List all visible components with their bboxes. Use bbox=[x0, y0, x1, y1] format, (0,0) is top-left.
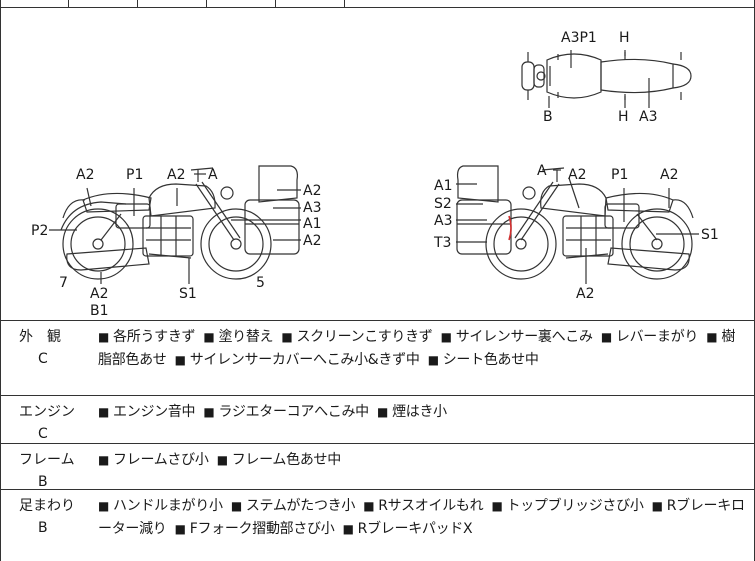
row-exterior-items: ■各所うすきず ■塗り替え ■スクリーンこすりきず ■サイレンサー裏へこみ ■レ… bbox=[98, 326, 746, 372]
label-left-a2-tank: A2 bbox=[167, 167, 185, 183]
finding-item: サイレンサー裏へこみ bbox=[455, 329, 593, 345]
row-engine: エンジン C ■エンジン音中 ■ラジエターコアへこみ中 ■煙はき小 bbox=[0, 396, 755, 444]
bullet-square-icon: ■ bbox=[174, 353, 186, 367]
label-top-h2: H bbox=[618, 109, 629, 125]
bullet-square-icon: ■ bbox=[174, 522, 186, 536]
damage-diagram: A3P1 H B H A3 A2 P1 A2 A A2 A3 A1 A2 P2 … bbox=[0, 8, 755, 321]
bullet-square-icon: ■ bbox=[98, 453, 110, 467]
label-top-a3p1: A3P1 bbox=[561, 30, 597, 46]
table-top-strip bbox=[0, 0, 755, 8]
label-left-a2-seat: A2 bbox=[76, 167, 94, 183]
row-suspension-head: 足まわり B bbox=[1, 490, 87, 539]
finding-item: RブレーキパッドX bbox=[357, 521, 473, 537]
label-left-p1: P1 bbox=[126, 167, 143, 183]
label-right-s2: S2 bbox=[434, 196, 452, 212]
finding-item: Rブレーキローター減り bbox=[98, 498, 745, 537]
bullet-square-icon: ■ bbox=[281, 330, 293, 344]
row-engine-items: ■エンジン音中 ■ラジエターコアへこみ中 ■煙はき小 bbox=[98, 401, 746, 424]
finding-item: 塗り替え bbox=[218, 329, 274, 345]
label-right-a3: A3 bbox=[434, 213, 452, 229]
finding-item: ステムがたつき小 bbox=[245, 498, 356, 514]
row-exterior: 外 観 C ■各所うすきず ■塗り替え ■スクリーンこすりきず ■サイレンサー裏… bbox=[0, 321, 755, 396]
bullet-square-icon: ■ bbox=[651, 499, 663, 513]
row-exterior-head: 外 観 C bbox=[1, 321, 87, 370]
row-engine-grade: C bbox=[38, 426, 48, 442]
bullet-square-icon: ■ bbox=[377, 405, 389, 419]
finding-item: ラジエターコアへこみ中 bbox=[218, 404, 369, 420]
label-left-a: A bbox=[208, 167, 218, 183]
finding-item: ハンドルまがり小 bbox=[113, 498, 223, 514]
finding-item: サイレンサーカバーへこみ小&きず中 bbox=[189, 352, 420, 368]
label-top-h1: H bbox=[619, 30, 630, 46]
finding-item: エンジン音中 bbox=[113, 404, 196, 420]
finding-item: シート色あせ中 bbox=[442, 352, 539, 368]
label-left-5: 5 bbox=[256, 275, 265, 291]
finding-item: Rサスオイルもれ bbox=[378, 498, 484, 514]
bullet-square-icon: ■ bbox=[706, 330, 718, 344]
finding-item: レバーまがり bbox=[615, 329, 699, 345]
label-right-p1: P1 bbox=[611, 167, 628, 183]
bullet-square-icon: ■ bbox=[203, 405, 215, 419]
bullet-square-icon: ■ bbox=[230, 499, 242, 513]
label-left-a3: A3 bbox=[303, 200, 321, 216]
label-left-a2-exhaust: A2 bbox=[90, 286, 108, 302]
label-right-a2-seat: A2 bbox=[660, 167, 678, 183]
row-suspension-items: ■ハンドルまがり小 ■ステムがたつき小 ■Rサスオイルもれ ■トップブリッジさび… bbox=[98, 495, 746, 541]
label-right-s1: S1 bbox=[701, 227, 719, 243]
right-side-motorcycle bbox=[456, 165, 694, 280]
label-left-s1: S1 bbox=[179, 286, 197, 302]
finding-item: Fフォーク摺動部さび小 bbox=[189, 521, 335, 537]
bullet-square-icon: ■ bbox=[600, 330, 612, 344]
row-suspension: 足まわり B ■ハンドルまがり小 ■ステムがたつき小 ■Rサスオイルもれ ■トッ… bbox=[0, 490, 755, 561]
row-exterior-grade: C bbox=[38, 351, 48, 367]
label-right-a2-exhaust: A2 bbox=[576, 286, 594, 302]
label-top-a3: A3 bbox=[639, 109, 657, 125]
row-frame-items: ■フレームさび小 ■フレーム色あせ中 bbox=[98, 449, 746, 472]
finding-item: スクリーンこすりきず bbox=[296, 329, 433, 345]
bullet-square-icon: ■ bbox=[98, 405, 110, 419]
bullet-square-icon: ■ bbox=[427, 353, 439, 367]
finding-item: フレーム色あせ中 bbox=[231, 452, 341, 468]
row-frame-grade: B bbox=[38, 474, 48, 490]
finding-item: 樹脂部色あせ bbox=[98, 329, 736, 368]
damage-mark bbox=[508, 215, 512, 241]
label-left-a2-fairing: A2 bbox=[303, 183, 321, 199]
row-suspension-grade: B bbox=[38, 520, 48, 536]
bullet-square-icon: ■ bbox=[203, 330, 215, 344]
row-frame: フレーム B ■フレームさび小 ■フレーム色あせ中 bbox=[0, 444, 755, 490]
label-left-7: 7 bbox=[59, 275, 68, 291]
bullet-square-icon: ■ bbox=[342, 522, 354, 536]
label-left-b1: B1 bbox=[90, 303, 109, 319]
row-frame-label: フレーム bbox=[19, 452, 75, 468]
bullet-square-icon: ■ bbox=[98, 330, 110, 344]
bullet-square-icon: ■ bbox=[491, 499, 503, 513]
finding-item: トップブリッジさび小 bbox=[506, 498, 644, 514]
label-left-a1: A1 bbox=[303, 216, 321, 232]
bullet-square-icon: ■ bbox=[216, 453, 228, 467]
row-exterior-label: 外 観 bbox=[19, 329, 61, 345]
bullet-square-icon: ■ bbox=[440, 330, 452, 344]
finding-item: フレームさび小 bbox=[113, 452, 209, 468]
label-right-t3: T3 bbox=[433, 235, 451, 251]
top-view-motorcycle bbox=[521, 52, 692, 100]
bullet-square-icon: ■ bbox=[363, 499, 375, 513]
motorcycle-diagram-svg: A3P1 H B H A3 A2 P1 A2 A A2 A3 A1 A2 P2 … bbox=[31, 30, 719, 319]
finding-item: 煙はき小 bbox=[392, 404, 447, 420]
label-top-b: B bbox=[543, 109, 553, 125]
label-right-a: A bbox=[537, 163, 547, 179]
label-left-a2-case: A2 bbox=[303, 233, 321, 249]
row-engine-head: エンジン C bbox=[1, 396, 87, 445]
label-right-a2-tank: A2 bbox=[568, 167, 586, 183]
bullet-square-icon: ■ bbox=[98, 499, 110, 513]
label-left-p2: P2 bbox=[31, 223, 48, 239]
row-frame-head: フレーム B bbox=[1, 444, 87, 493]
label-right-a1: A1 bbox=[434, 178, 452, 194]
left-side-motorcycle bbox=[60, 165, 300, 280]
row-engine-label: エンジン bbox=[19, 404, 75, 420]
finding-item: 各所うすきず bbox=[113, 329, 196, 345]
row-suspension-label: 足まわり bbox=[19, 498, 75, 514]
